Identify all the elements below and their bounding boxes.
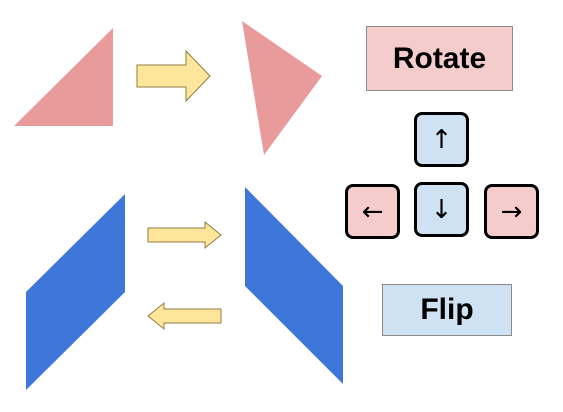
arrow-up-icon: ↑ <box>430 124 453 155</box>
original-triangle <box>14 28 113 126</box>
arrow-down-key[interactable]: ↓ <box>414 182 469 237</box>
flip-arrow-right <box>147 220 222 250</box>
flip-label: Flip <box>382 284 512 336</box>
original-parallelogram-bottom <box>26 292 125 390</box>
arrow-left-icon: ← <box>361 196 384 227</box>
flip-arrow-left <box>147 301 222 331</box>
rotate-arrow <box>136 49 211 103</box>
arrow-down-icon: ↓ <box>430 194 453 225</box>
rotated-triangle <box>242 21 322 155</box>
original-parallelogram-top <box>26 194 125 292</box>
arrow-right-icon: → <box>500 196 523 227</box>
arrow-left-key[interactable]: ← <box>345 184 400 239</box>
arrow-up-key[interactable]: ↑ <box>414 112 469 167</box>
rotate-label: Rotate <box>366 26 513 91</box>
flipped-parallelogram-bottom <box>245 286 343 384</box>
arrow-right-key[interactable]: → <box>484 184 539 239</box>
flipped-parallelogram-top <box>245 187 343 286</box>
